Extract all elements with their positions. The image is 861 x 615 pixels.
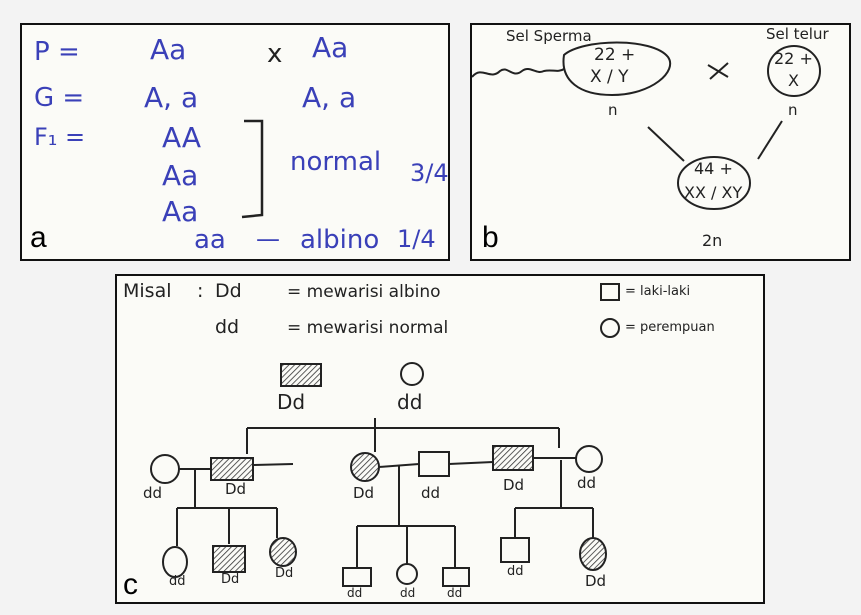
panel-b-fertilization: Sel Sperma 22 + X / Y n Sel telur 22 + X… [470,23,851,261]
gen2-genotype-2: Dd [225,480,247,498]
panel-a-monohybrid-cross: P = Aa x Aa G = A, a A, a F₁ = AA Aa Aa … [20,23,450,261]
gen1-male [280,363,322,387]
gen2-male-2 [418,451,450,477]
gen3-male-4 [500,537,530,563]
parent-left-genotype: Aa [150,33,187,66]
panel-a-letter: a [30,221,47,254]
egg-to-zygote-line [757,120,783,160]
gen3-genotype-6: dd [447,586,463,600]
egg-title: Sel telur [766,25,829,43]
zygote-cell [677,156,751,210]
cross-mark [707,62,729,80]
panel-c-letter: c [123,568,138,601]
gen2-male-3 [492,445,534,471]
gen3-male-1 [212,545,246,573]
gen2-genotype-5: Dd [503,476,525,494]
gen2-female-2 [350,452,380,482]
zygote-chromosomes: 44 + [694,159,733,178]
egg-sex-chromosome: X [788,71,799,90]
legend-colon: : [197,280,204,302]
fertilization-diagram [472,41,821,210]
albino-genotype: aa [194,225,226,255]
normal-ratio: 3/4 [410,159,449,187]
sperm-head [562,41,671,97]
gen2-male-1 [210,457,254,481]
gen3-genotype-1: dd [169,574,186,589]
gen3-genotype-5: dd [400,586,416,600]
sperm-sex-chromosome: X / Y [590,67,629,87]
legend-normal-description: = mewarisi normal [287,318,449,338]
legend-carrier-description: = mewarisi albino [287,282,441,302]
gen1-female-genotype: dd [397,390,423,414]
gen3-genotype-2: Dd [221,572,240,587]
f1-genotype-1: AA [162,121,202,154]
gen3-female-1 [162,546,188,578]
egg-cell [767,45,821,97]
legend-male-description: = laki-laki [625,284,691,299]
legend-misal: Misal [123,280,172,302]
f1-bracket [241,119,264,219]
gen2-female-1 [150,454,180,484]
legend-carrier-genotype: Dd [215,280,242,302]
parent-label: P = [34,37,80,67]
gen2-genotype-4: dd [421,484,441,502]
gen3-genotype-7: dd [507,564,524,579]
albino-ratio: 1/4 [397,225,436,253]
gamete-left: A, a [144,81,199,114]
gen3-genotype-8: Dd [585,572,607,590]
albino-phenotype-label: albino [300,225,380,255]
sperm-tail [472,68,565,78]
gamete-right: A, a [302,81,357,114]
gen3-male-2 [342,567,372,587]
zygote-sex-chromosomes: XX / XY [684,183,743,202]
panel-b-letter: b [482,221,499,254]
gen1-female [400,362,424,386]
sperm-chromosomes: 22 + [594,45,636,65]
legend-male-square [600,283,620,301]
gen2-female-3 [575,445,603,473]
f1-genotype-2: Aa [162,159,199,192]
parent-right-genotype: Aa [312,31,349,64]
gen2-genotype-1: dd [143,484,163,502]
cross-symbol: x [267,39,283,69]
zygote-ploidy: 2n [702,231,723,250]
gen1-male-genotype: Dd [277,390,306,414]
sperm-to-zygote-line [647,126,685,162]
gen2-genotype-3: Dd [353,484,375,502]
egg-chromosomes: 22 + [774,49,813,68]
pedigree-chart [150,283,620,587]
panel-c-pedigree: Misal : Dd = mewarisi albino dd = mewari… [115,274,765,604]
legend-normal-genotype: dd [215,316,240,338]
gen2-genotype-6: dd [577,474,597,492]
legend-female-circle [600,318,620,338]
dash: — [256,225,280,253]
gen3-genotype-4: dd [347,586,363,600]
sperm-title: Sel Sperma [506,27,592,45]
gen3-female-2 [269,537,297,567]
normal-phenotype-label: normal [290,147,382,177]
f1-genotype-3: Aa [162,195,199,228]
gen3-male-3 [442,567,470,587]
gen3-genotype-3: Dd [275,566,294,581]
f1-label: F₁ = [34,123,86,151]
gamete-label: G = [34,83,85,113]
gen3-female-3 [396,563,418,585]
legend-female-description: = perempuan [625,320,715,335]
egg-ploidy: n [788,101,798,119]
gen3-female-4 [579,537,607,571]
sperm-ploidy: n [608,101,618,119]
